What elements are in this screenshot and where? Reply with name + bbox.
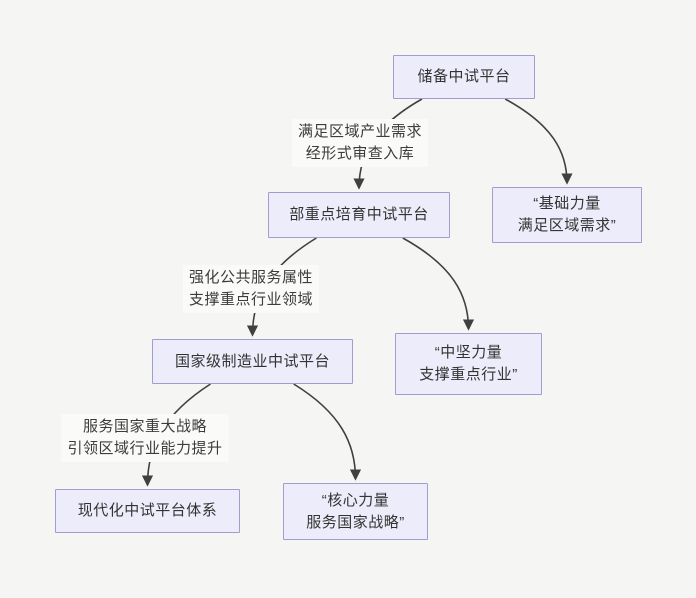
edge-label-qualify-line: 满足区域产业需求 xyxy=(297,123,423,140)
node-basic-label-line: “基础力量 xyxy=(533,195,601,212)
edge-national-to-core xyxy=(293,383,362,481)
edge-label-service: 强化公共服务属性支撑重点行业领域 xyxy=(182,265,320,313)
edge-label-strategy-line: 服务国家重大战略 xyxy=(82,418,208,435)
edge-label-strategy: 服务国家重大战略引领区域行业能力提升 xyxy=(61,414,229,462)
edge-label-strategy-line: 引领区域行业能力提升 xyxy=(67,440,223,457)
node-ministry: 部重点培育中试平台 xyxy=(268,192,450,238)
edge-reserve-to-basic xyxy=(504,98,573,185)
node-modern-label-line: 现代化中试平台体系 xyxy=(77,502,218,519)
node-core: “核心力量服务国家战略” xyxy=(283,483,428,540)
node-core-label-line: 服务国家战略” xyxy=(306,513,405,531)
edge-label-qualify-line: 经形式审查入库 xyxy=(305,145,415,162)
edge-ministry-to-backbone xyxy=(402,237,475,331)
node-basic-label-line: 满足区域需求” xyxy=(517,217,617,234)
node-national-label-line: 国家级制造业中试平台 xyxy=(174,352,330,370)
node-reserve-label-line: 储备中试平台 xyxy=(417,68,511,85)
edge-label-service-line: 强化公共服务属性 xyxy=(188,269,314,286)
node-core-label-line: “核心力量 xyxy=(321,491,390,509)
node-backbone-label-line: 支撑重点行业” xyxy=(419,366,518,383)
node-national: 国家级制造业中试平台 xyxy=(152,339,353,384)
node-backbone-label-line: “中坚力量 xyxy=(434,344,503,361)
node-basic: “基础力量满足区域需求” xyxy=(492,187,642,243)
node-backbone: “中坚力量支撑重点行业” xyxy=(395,333,542,395)
edge-label-qualify: 满足区域产业需求经形式审查入库 xyxy=(291,119,429,167)
node-reserve: 储备中试平台 xyxy=(393,55,535,99)
edge-label-service-line: 支撑重点行业领域 xyxy=(188,291,314,308)
node-modern: 现代化中试平台体系 xyxy=(55,489,240,533)
node-ministry-label-line: 部重点培育中试平台 xyxy=(289,206,429,223)
